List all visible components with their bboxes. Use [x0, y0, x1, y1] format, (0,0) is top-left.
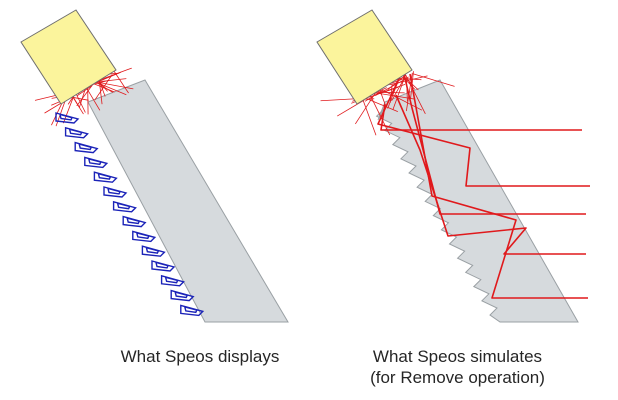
optical-prism-element: [132, 230, 157, 243]
light-ray: [86, 88, 101, 111]
light-ray: [389, 84, 393, 104]
light-ray: [355, 87, 379, 125]
light-guide-body: [87, 79, 289, 323]
light-source-cube: [316, 9, 413, 105]
optical-prism-element: [151, 260, 176, 272]
light-ray: [98, 81, 134, 90]
optical-prism-element: [160, 274, 185, 287]
right-panel: [316, 9, 590, 323]
optical-prism-element: [64, 126, 89, 139]
optical-prism-element: [74, 141, 99, 154]
light-ray: [375, 78, 407, 96]
left-panel: [20, 9, 289, 323]
light-ray: [379, 89, 386, 106]
light-ray: [113, 70, 129, 94]
optical-prism-element: [180, 304, 205, 317]
light-ray: [405, 74, 426, 115]
optical-prism-element: [55, 112, 80, 124]
light-ray: [377, 69, 590, 187]
optical-prism-element: [93, 171, 118, 183]
light-ray: [364, 86, 399, 99]
light-ray: [409, 73, 588, 299]
light-ray: [77, 85, 93, 97]
light-ray: [373, 91, 405, 94]
caption-simulates: What Speos simulates (for Remove operati…: [345, 346, 570, 388]
left-prism-column: [55, 112, 205, 317]
light-source-cube: [20, 9, 117, 105]
caption-simulates-line2: (for Remove operation): [370, 368, 545, 387]
optical-prism-element: [122, 215, 147, 228]
light-ray: [362, 96, 398, 113]
light-ray: [391, 78, 405, 102]
light-ray: [76, 80, 96, 107]
light-ray: [402, 78, 422, 81]
light-ray: [413, 73, 455, 87]
light-ray: [395, 94, 586, 255]
optical-prism-element: [141, 245, 166, 257]
caption-simulates-line1: What Speos simulates: [372, 347, 543, 366]
optical-prism-element: [84, 156, 109, 169]
light-ray: [370, 95, 391, 136]
light-guide-body-toothed: [375, 79, 579, 323]
light-ray: [76, 94, 86, 113]
optical-prism-element: [112, 200, 137, 213]
optical-prism-element: [103, 186, 128, 198]
traced-rays: [377, 69, 590, 299]
caption-displays: What Speos displays: [120, 347, 280, 366]
optical-prism-element: [170, 289, 195, 302]
light-ray: [362, 100, 377, 136]
